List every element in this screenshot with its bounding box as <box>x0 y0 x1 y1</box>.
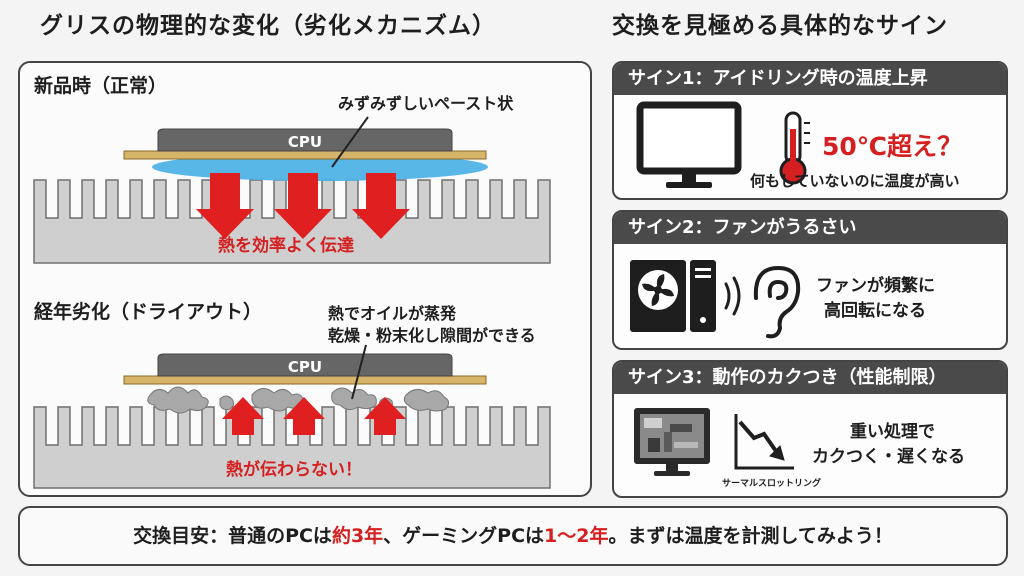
cpu-label: CPU <box>288 133 322 151</box>
dryout-callout-2: 乾燥・粉末化し隙間ができる <box>328 326 536 345</box>
footer-part-1: 交換目安：普通のPCは <box>133 525 332 547</box>
footer-em-1: 約3年 <box>331 525 384 547</box>
cpu-label-dry: CPU <box>288 358 322 376</box>
dryout-title: 経年劣化（ドライアウト） <box>34 301 263 323</box>
normal-title: 新品時（正常） <box>34 75 168 97</box>
sign-2-description-1: ファンが頻繁に <box>816 276 935 296</box>
normal-diagram: CPU <box>33 116 551 264</box>
cpu-chip <box>157 128 453 152</box>
sound-waves-icon <box>724 276 741 316</box>
heat-arrow-down <box>352 173 410 239</box>
pc-tower-icon <box>630 260 716 332</box>
dryout-callout-1: 熱でオイルが蒸発 <box>328 304 457 323</box>
right-heading: 交換を見極める具体的なサイン <box>612 13 948 39</box>
heat-arrow-up <box>364 397 406 435</box>
normal-effect: 熱を効率よく伝達 <box>218 236 354 256</box>
temperature-highlight: 50℃超え？ <box>822 132 963 161</box>
callout-line <box>331 116 369 168</box>
normal-callout: みずみずしいペースト状 <box>338 94 514 113</box>
heat-arrow-up <box>283 397 325 435</box>
declining-graph-icon <box>734 414 794 470</box>
mechanism-diagram: CPU CPU <box>33 116 551 489</box>
sign-2-title: サイン2：ファンがうるさい <box>614 212 1006 244</box>
thermometer-icon <box>779 111 810 185</box>
throttling-caption: サーマルスロットリング <box>722 479 822 489</box>
footer-part-3: 。まずは温度を計測してみよう！ <box>608 525 893 547</box>
sign-card-2: サイン2：ファンがうるさい <box>612 210 1008 350</box>
sign-3-description-1: 重い処理で <box>850 422 935 442</box>
heat-spreader <box>123 150 487 160</box>
dryout-diagram: CPU <box>33 344 551 489</box>
footer-banner: 交換目安：普通のPCは約3年、ゲーミングPCは1〜2年。まずは温度を計測してみよ… <box>18 506 1008 566</box>
glitched-monitor-icon <box>634 408 710 476</box>
sign-1-description: 何もしていないのに温度が高い <box>750 172 960 190</box>
sign-3-description-2: カクつく・遅くなる <box>812 447 965 467</box>
heat-arrow-down <box>274 173 332 239</box>
heat-arrow-up <box>222 397 264 435</box>
sign-2-description-2: 高回転になる <box>824 301 926 321</box>
sign-card-1: サイン1：アイドリング時の温度上昇 <box>612 61 1008 200</box>
ear-icon <box>753 265 801 339</box>
footer-part-2: 、ゲーミングPCは <box>383 525 545 547</box>
heat-arrow-down <box>196 173 254 239</box>
sign-3-title: サイン3：動作のカクつき（性能制限） <box>614 362 1006 394</box>
left-heading: グリスの物理的な変化（劣化メカニズム） <box>40 13 496 39</box>
sign-1-title: サイン1：アイドリング時の温度上昇 <box>614 63 1006 95</box>
footer-em-2: 1〜2年 <box>544 525 609 547</box>
mechanism-panel: 新品時（正常） みずみずしいペースト状 CPU <box>18 61 592 497</box>
dryout-effect: 熱が伝わらない！ <box>226 460 362 480</box>
monitor-icon <box>636 101 742 188</box>
sign-card-3: サイン3：動作のカクつき（性能制限） <box>612 360 1008 498</box>
